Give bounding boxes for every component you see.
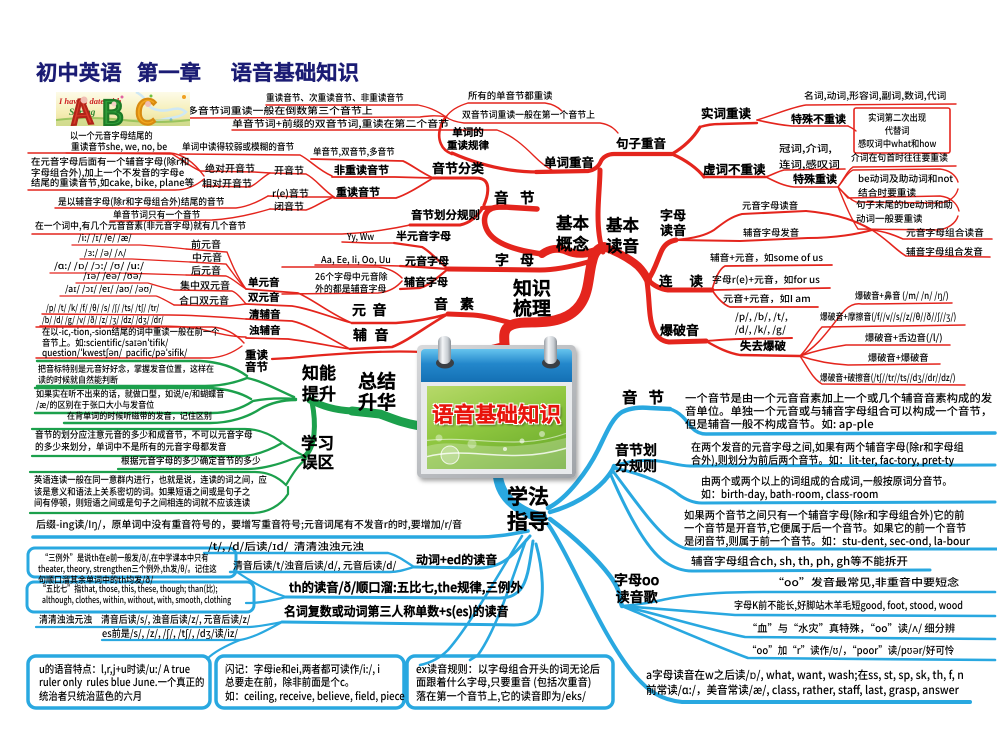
svg-text:Spring: Spring bbox=[69, 108, 96, 118]
svg-text:I have a date with: I have a date with bbox=[58, 96, 122, 106]
svg-text:C: C bbox=[133, 92, 158, 126]
svg-text:B: B bbox=[101, 92, 124, 126]
svg-text:A: A bbox=[68, 92, 94, 126]
